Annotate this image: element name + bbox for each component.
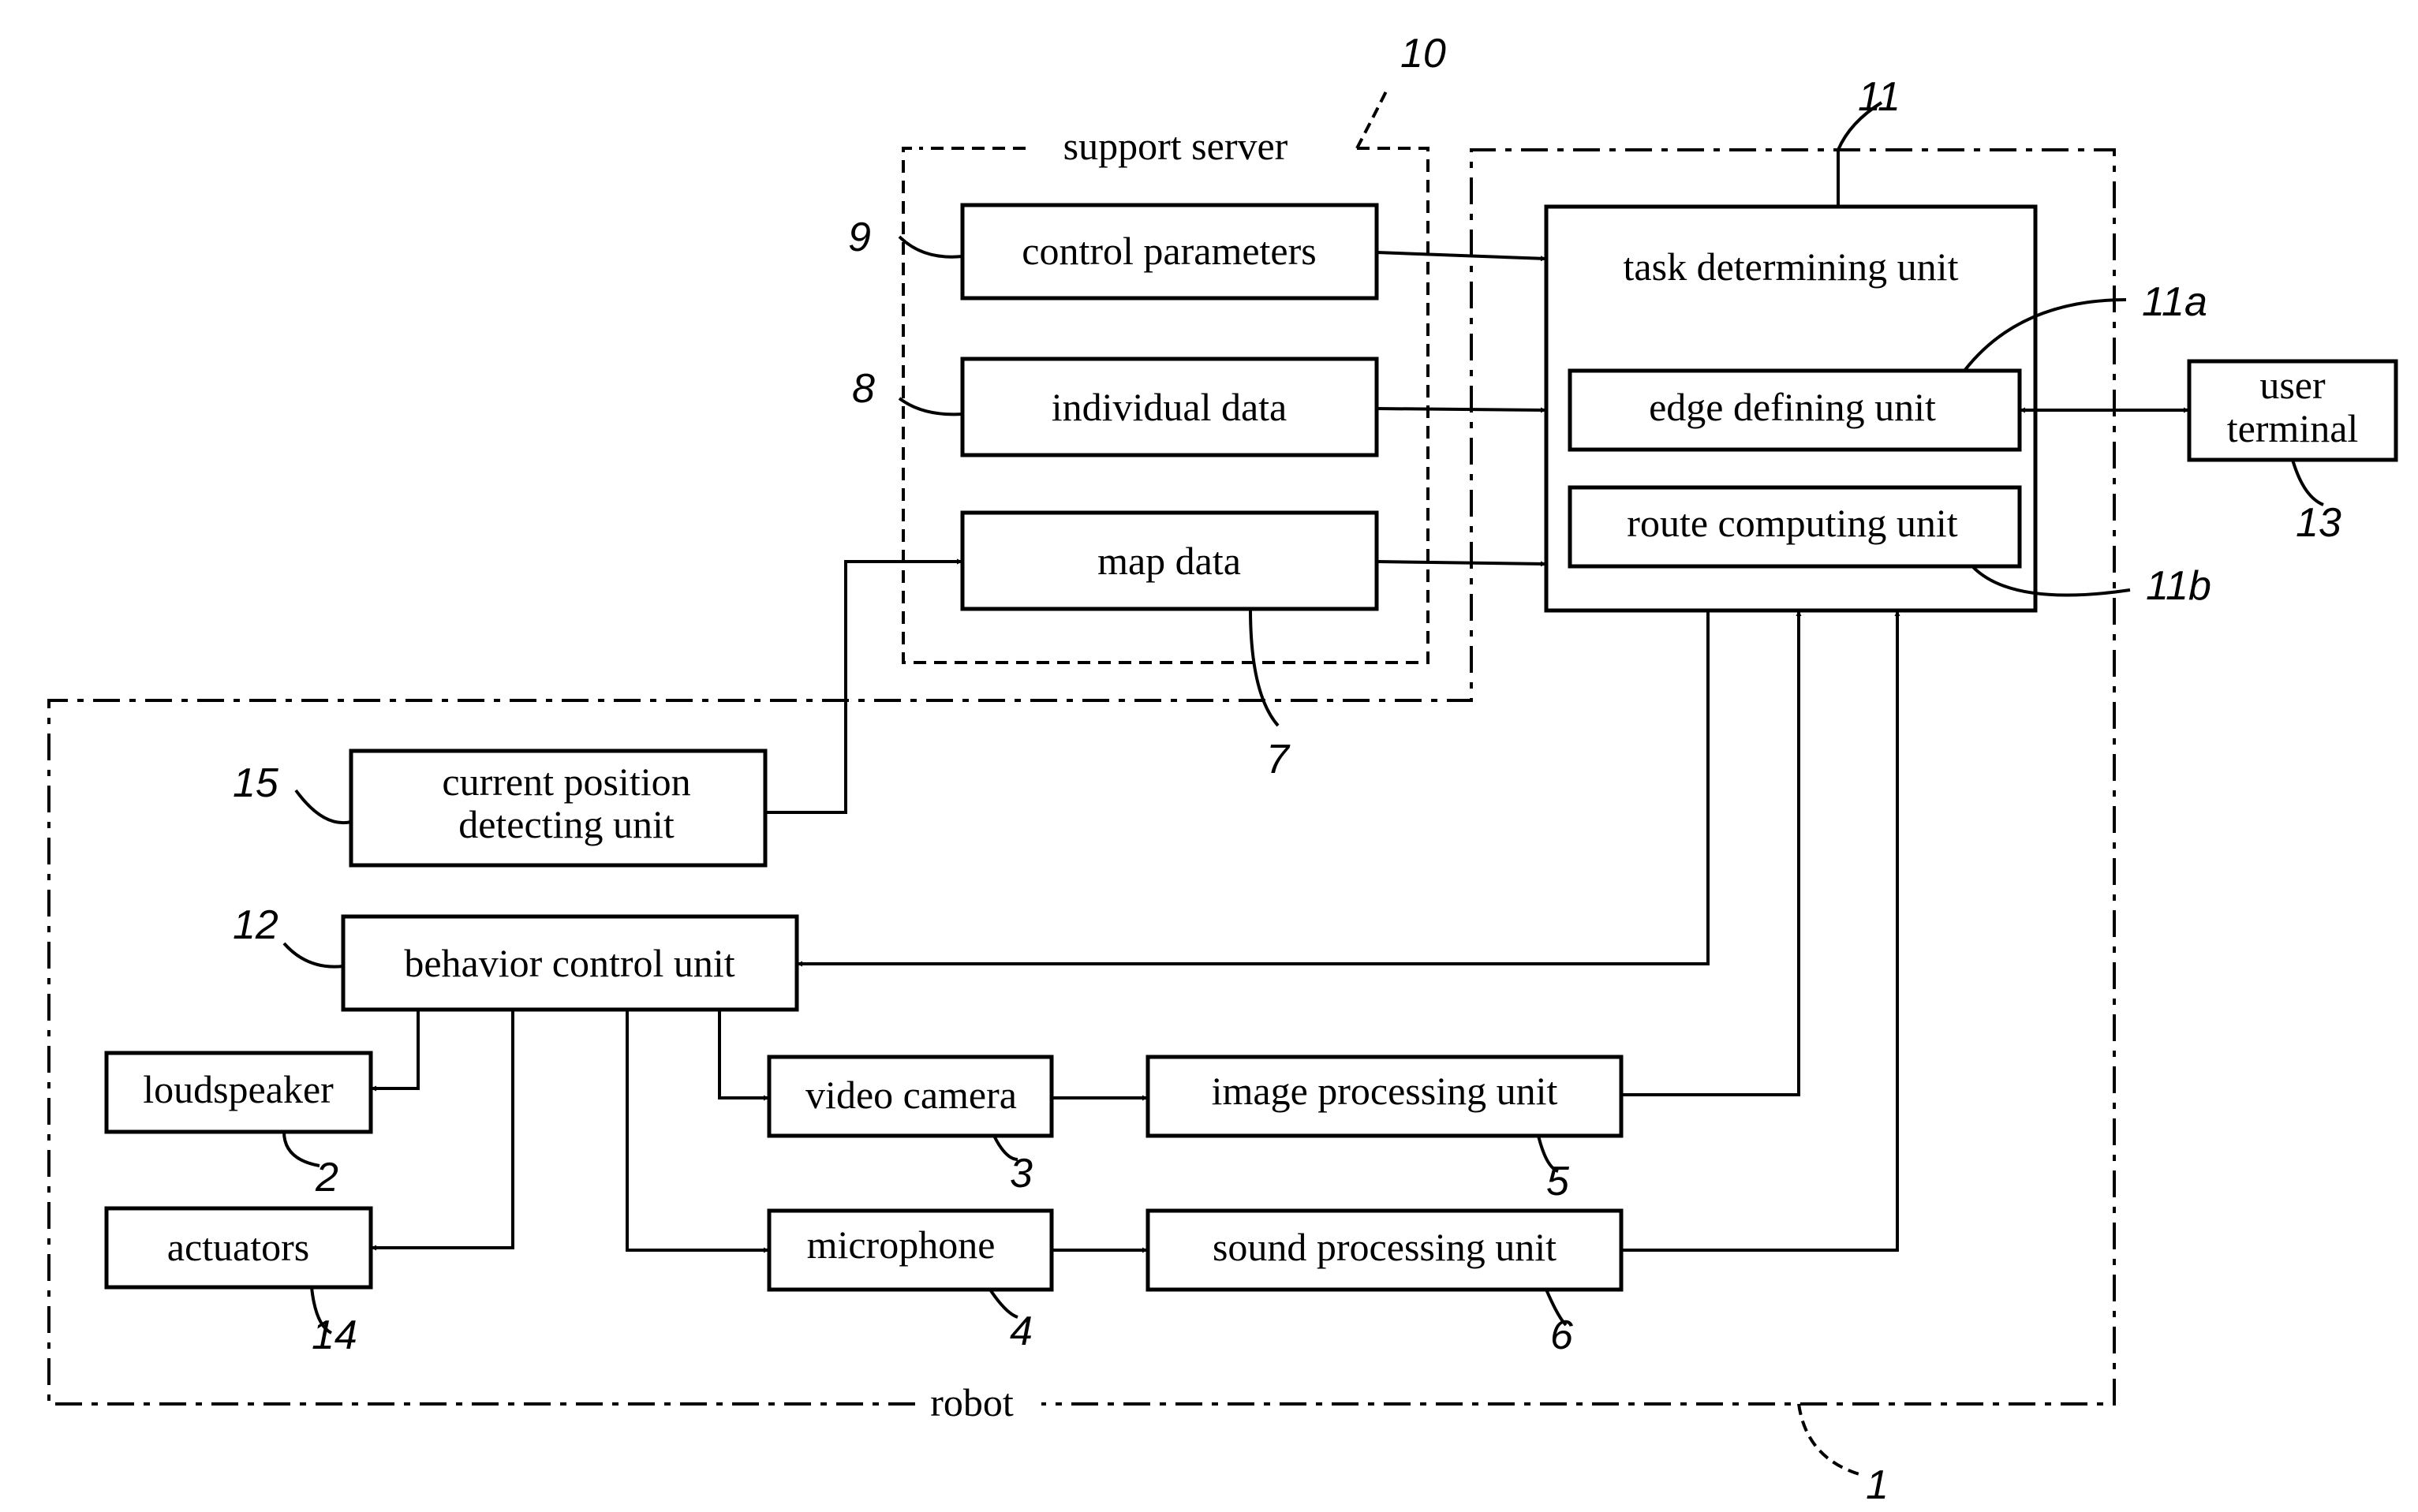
ref-14: 14	[312, 1312, 357, 1358]
arrow-individual-data-to-task	[1376, 407, 1547, 413]
leader-5	[1537, 1135, 1559, 1173]
robot-frame	[47, 148, 2116, 1406]
support-server-frame	[902, 147, 1429, 664]
ref-11a: 11a	[2142, 279, 2207, 325]
ref-7: 7	[1266, 737, 1291, 782]
leader-15	[294, 789, 352, 825]
leader-14	[310, 1286, 333, 1335]
control-parameters-label: control parameters	[1022, 229, 1316, 273]
video-camera-block	[767, 1055, 1054, 1138]
current-position-detecting-unit-block	[349, 749, 768, 868]
ref-2: 2	[315, 1155, 338, 1200]
loudspeaker-block	[104, 1051, 373, 1134]
ref-9: 9	[848, 215, 871, 260]
user-terminal-block	[2187, 359, 2398, 462]
video-camera-label: video camera	[805, 1073, 1017, 1117]
current-position-label-line2: detecting unit	[458, 802, 675, 846]
arrow-behavior-to-loudspeaker	[371, 1010, 420, 1092]
ref-15: 15	[233, 760, 279, 806]
ref-1: 1	[1866, 1462, 1889, 1508]
leader-11a	[1963, 298, 2127, 372]
ref-10: 10	[1400, 31, 1446, 77]
actuators-label: actuators	[167, 1225, 309, 1269]
leader-6	[1545, 1289, 1568, 1327]
ref-11: 11	[1858, 74, 1900, 120]
leader-11b	[1971, 565, 2131, 597]
ref-12: 12	[233, 902, 278, 948]
loudspeaker-label: loudspeaker	[143, 1067, 334, 1111]
ref-3: 3	[1010, 1151, 1033, 1197]
map-data-label: map data	[1097, 539, 1241, 583]
image-processing-unit-block	[1145, 1055, 1624, 1138]
leader-12	[282, 942, 344, 969]
leader-1	[1797, 1403, 1863, 1477]
leader-10	[1355, 86, 1390, 149]
arrow-map-data-to-task	[1376, 560, 1547, 567]
leader-3	[992, 1135, 1018, 1161]
arrow-control-parameters-to-task	[1376, 251, 1547, 262]
arrow-task-to-behavior-control	[797, 610, 1710, 967]
leader-2	[282, 1131, 320, 1167]
arrow-behavior-to-video-camera	[718, 1010, 769, 1101]
leader-13	[2291, 459, 2324, 506]
sound-processing-unit-label: sound processing unit	[1213, 1225, 1557, 1269]
support-server-label: support server	[1063, 124, 1288, 168]
current-position-label-line1: current position	[442, 760, 690, 804]
arrow-behavior-to-microphone	[626, 1010, 769, 1253]
leader-7	[1249, 608, 1280, 727]
robot-label: robot	[930, 1380, 1014, 1424]
ref-6: 6	[1550, 1312, 1573, 1358]
ref-4: 4	[1010, 1309, 1033, 1354]
ref-5: 5	[1546, 1159, 1570, 1204]
behavior-control-unit-block	[341, 914, 799, 1012]
edge-defining-unit-label: edge defining unit	[1649, 385, 1936, 429]
arrow-current-position-to-map-data	[765, 558, 962, 814]
ref-11b: 11b	[2146, 563, 2211, 609]
individual-data-label: individual data	[1052, 385, 1287, 429]
ref-8: 8	[852, 366, 875, 412]
leader-4	[989, 1288, 1018, 1319]
route-computing-unit-label: route computing unit	[1627, 501, 1957, 545]
leader-8	[898, 397, 963, 416]
arrow-image-processing-to-task	[1621, 610, 1802, 1096]
user-terminal-label-line1: user	[2259, 363, 2326, 407]
ref-13: 13	[2296, 500, 2341, 546]
leader-9	[898, 235, 963, 259]
arrow-behavior-to-actuators	[371, 1010, 514, 1251]
image-processing-unit-label: image processing unit	[1212, 1069, 1558, 1113]
user-terminal-label-line2: terminal	[2227, 406, 2359, 450]
control-parameters-block	[960, 203, 1379, 301]
sound-processing-unit-block	[1145, 1208, 1624, 1292]
route-computing-unit-block	[1568, 485, 2022, 569]
leader-11	[1837, 101, 1883, 207]
microphone-label: microphone	[807, 1223, 996, 1267]
individual-data-block	[960, 357, 1379, 457]
arrow-sound-processing-to-task	[1621, 610, 1900, 1252]
behavior-control-unit-label: behavior control unit	[404, 941, 734, 985]
actuators-block	[104, 1206, 373, 1290]
task-determining-unit-label: task determining unit	[1624, 245, 1959, 289]
